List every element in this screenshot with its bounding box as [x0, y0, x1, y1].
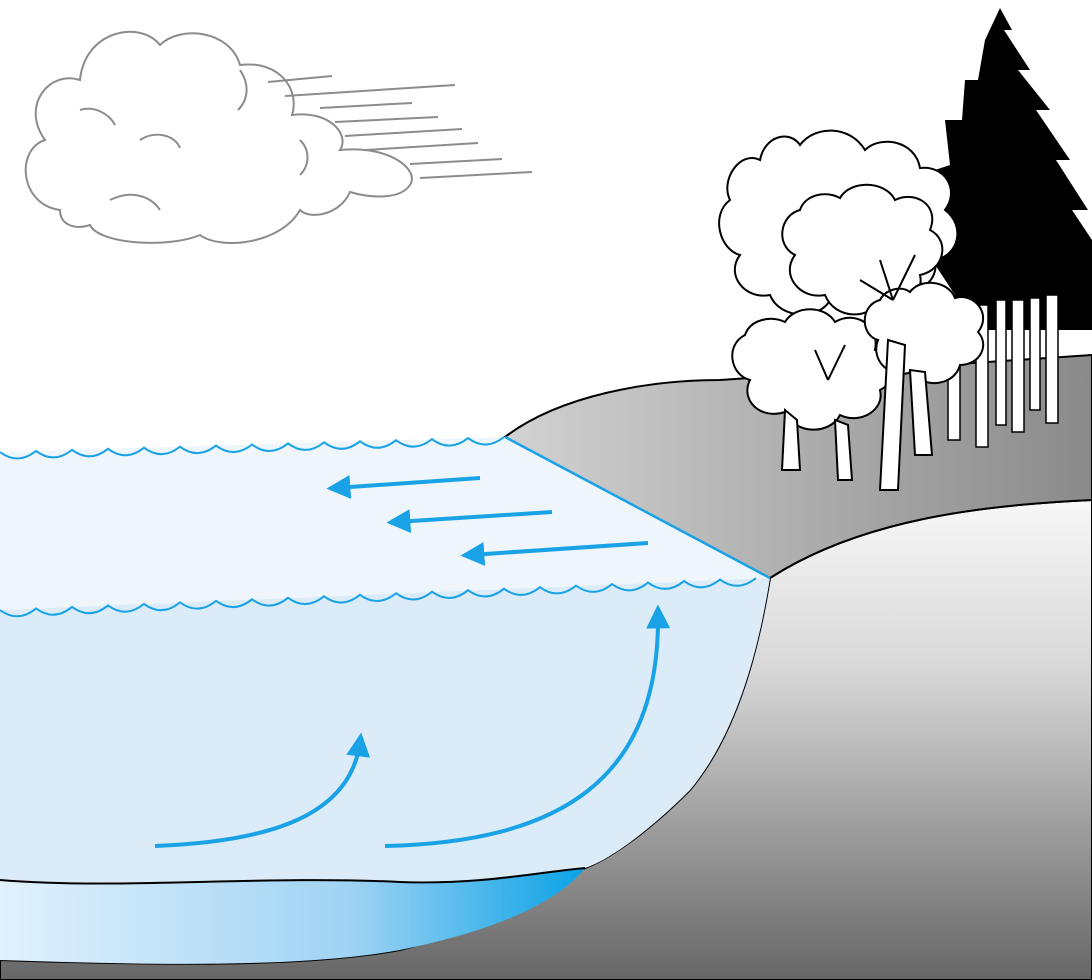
cloud-icon	[26, 32, 412, 243]
